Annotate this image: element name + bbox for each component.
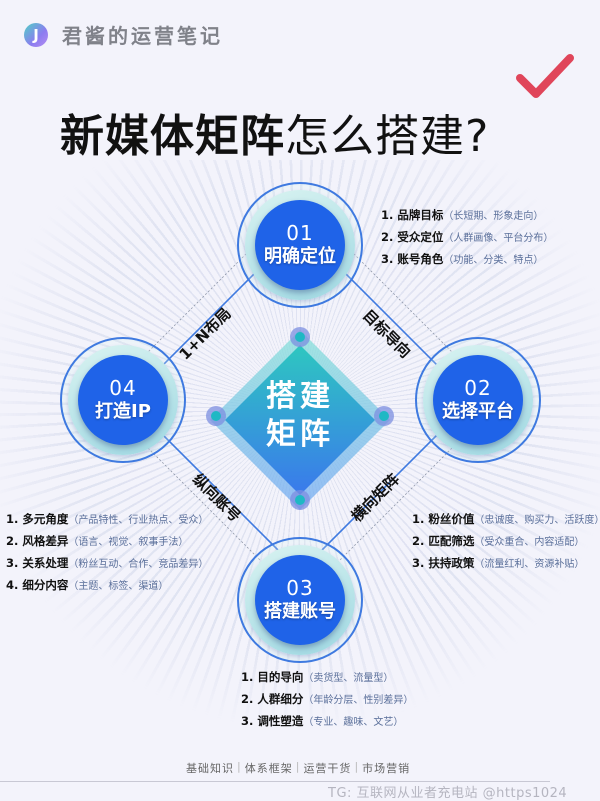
node-number: 02 bbox=[464, 376, 492, 400]
node-02: 02 选择平台 bbox=[415, 337, 541, 463]
list-04: 1. 多元角度（产品特性、行业热点、受众） 2. 风格差异（语言、视觉、叙事手法… bbox=[6, 509, 208, 597]
node-01: 01 明确定位 bbox=[237, 182, 363, 308]
node-04: 04 打造IP bbox=[60, 337, 186, 463]
list-item: 1. 品牌目标（长短期、形象走向） bbox=[381, 208, 544, 222]
node-label: 搭建账号 bbox=[264, 601, 336, 622]
list-item: 1. 目的导向（卖货型、流量型） bbox=[241, 670, 394, 684]
list-item: 1. 多元角度（产品特性、行业热点、受众） bbox=[6, 512, 209, 526]
node-label: 选择平台 bbox=[442, 401, 514, 422]
node-label: 明确定位 bbox=[264, 246, 336, 267]
brand-name: 君酱的运营笔记 bbox=[62, 24, 223, 48]
footer-tag: 运营干货 bbox=[303, 762, 352, 775]
logo-icon: J bbox=[24, 22, 48, 47]
center-line-2: 矩阵 bbox=[266, 417, 334, 452]
node-03: 03 搭建账号 bbox=[237, 537, 363, 663]
title-bold: 新媒体矩阵 bbox=[60, 111, 285, 162]
list-item: 3. 账号角色（功能、分类、特点） bbox=[381, 252, 544, 266]
center-label: 搭建 矩阵 bbox=[250, 378, 350, 454]
list-item: 1. 粉丝价值（忠诚度、购买力、活跃度） bbox=[412, 512, 600, 526]
list-item: 2. 匹配筛选（受众重合、内容适配） bbox=[412, 534, 585, 548]
center-line-1: 搭建 bbox=[266, 379, 334, 414]
node-number: 04 bbox=[109, 376, 137, 400]
list-item: 2. 风格差异（语言、视觉、叙事手法） bbox=[6, 534, 189, 548]
check-mark-icon bbox=[516, 54, 574, 98]
footer-tags: 基础知识| 体系框架| 运营干货| 市场营销 bbox=[186, 760, 411, 775]
watermark: TG: 互联网从业者充电站 @https1024 bbox=[328, 786, 568, 801]
footer-tag: 体系框架 bbox=[244, 762, 293, 775]
node-label: 打造IP bbox=[95, 401, 151, 422]
list-01: 1. 品牌目标（长短期、形象走向） 2. 受众定位（人群画像、平台分布） 3. … bbox=[381, 205, 553, 271]
list-item: 3. 调性塑造（专业、趣味、文艺） bbox=[241, 714, 404, 728]
center-diamond bbox=[225, 345, 375, 495]
page-title: 新媒体矩阵怎么搭建? bbox=[60, 100, 489, 164]
connector-dots bbox=[206, 327, 394, 510]
list-item: 3. 关系处理（粉丝互动、合作、竞品差异） bbox=[6, 556, 209, 570]
list-item: 2. 人群细分（年龄分层、性别差异） bbox=[241, 692, 414, 706]
node-number: 01 bbox=[286, 221, 314, 245]
list-item: 2. 受众定位（人群画像、平台分布） bbox=[381, 230, 554, 244]
footer-tag: 基础知识 bbox=[186, 762, 234, 775]
brand-header: J 君酱的运营笔记 bbox=[24, 20, 223, 49]
list-02: 1. 粉丝价值（忠诚度、购买力、活跃度） 2. 匹配筛选（受众重合、内容适配） … bbox=[412, 509, 600, 575]
list-item: 3. 扶持政策（流量红利、资源补贴） bbox=[412, 556, 585, 570]
title-light: 怎么搭建? bbox=[285, 111, 490, 162]
list-item: 4. 细分内容（主题、标签、渠道） bbox=[6, 578, 169, 592]
dashed-guides bbox=[99, 199, 501, 601]
footer-tag: 市场营销 bbox=[362, 762, 411, 775]
list-03: 1. 目的导向（卖货型、流量型） 2. 人群细分（年龄分层、性别差异） 3. 调… bbox=[241, 667, 413, 733]
node-number: 03 bbox=[286, 576, 314, 600]
footer-divider bbox=[0, 781, 550, 782]
